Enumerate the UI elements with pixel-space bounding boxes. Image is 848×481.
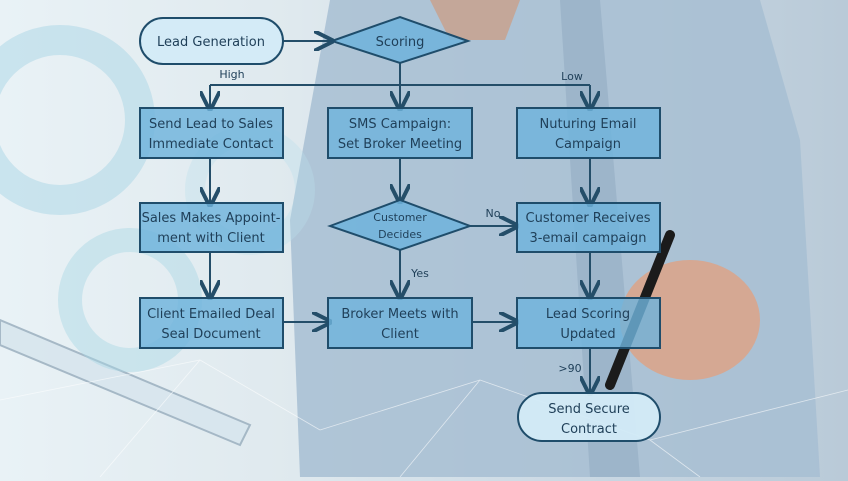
nurturing-line2: Campaign	[555, 137, 621, 152]
node-send-lead: Send Lead to Sales Immediate Contact	[139, 107, 284, 159]
yes-label: Yes	[410, 267, 429, 280]
node-sms-campaign: SMS Campaign: Set Broker Meeting	[327, 107, 473, 159]
lead-generation-label: Lead Generation	[157, 35, 265, 50]
nurturing-line1: Nuturing Email	[540, 117, 637, 132]
decides-line2: Decides	[378, 228, 422, 241]
node-nurturing-email: Nuturing Email Campaign	[516, 107, 661, 159]
appointment-line1: Sales Makes Appoint-	[142, 211, 281, 226]
node-lead-generation: Lead Generation	[139, 17, 284, 65]
tablet-shape	[0, 318, 252, 447]
node-client-emailed: Client Emailed Deal Seal Document	[139, 297, 284, 349]
connectors	[210, 41, 590, 392]
broker-line1: Broker Meets with	[341, 307, 458, 322]
high-label: High	[219, 68, 244, 81]
receives-line2: 3-email campaign	[529, 231, 646, 246]
receives-line1: Customer Receives	[526, 211, 651, 226]
scoring-label: Scoring	[376, 35, 425, 50]
node-lead-scoring-updated: Lead Scoring Updated	[516, 297, 661, 349]
updated-line2: Updated	[560, 327, 615, 342]
updated-line1: Lead Scoring	[546, 307, 630, 322]
neck-shape	[430, 0, 520, 40]
emailed-line1: Client Emailed Deal	[147, 307, 275, 322]
emailed-line2: Seal Document	[161, 327, 260, 342]
node-customer-decides: Customer Decides	[327, 198, 473, 252]
node-scoring: Scoring	[328, 15, 472, 65]
node-send-secure-contract: Send Secure Contract	[517, 392, 661, 442]
send-lead-line1: Send Lead to Sales	[149, 117, 273, 132]
node-sales-appointment: Sales Makes Appoint- ment with Client	[139, 202, 284, 253]
sms-line1: SMS Campaign:	[349, 117, 451, 132]
node-broker-meets: Broker Meets with Client	[327, 297, 473, 349]
node-customer-receives: Customer Receives 3-email campaign	[516, 202, 661, 253]
gt90-label: >90	[558, 362, 581, 375]
no-label: No	[486, 207, 501, 220]
decides-line1: Customer	[373, 211, 427, 224]
contract-line1: Send Secure	[548, 402, 630, 417]
send-lead-line2: Immediate Contact	[149, 137, 274, 152]
sms-line2: Set Broker Meeting	[338, 137, 462, 152]
low-label: Low	[561, 70, 583, 83]
network-mesh	[0, 359, 848, 478]
hand-shape	[620, 260, 760, 380]
broker-line2: Client	[381, 327, 419, 342]
contract-line2: Contract	[561, 422, 617, 437]
appointment-line2: ment with Client	[157, 231, 264, 246]
